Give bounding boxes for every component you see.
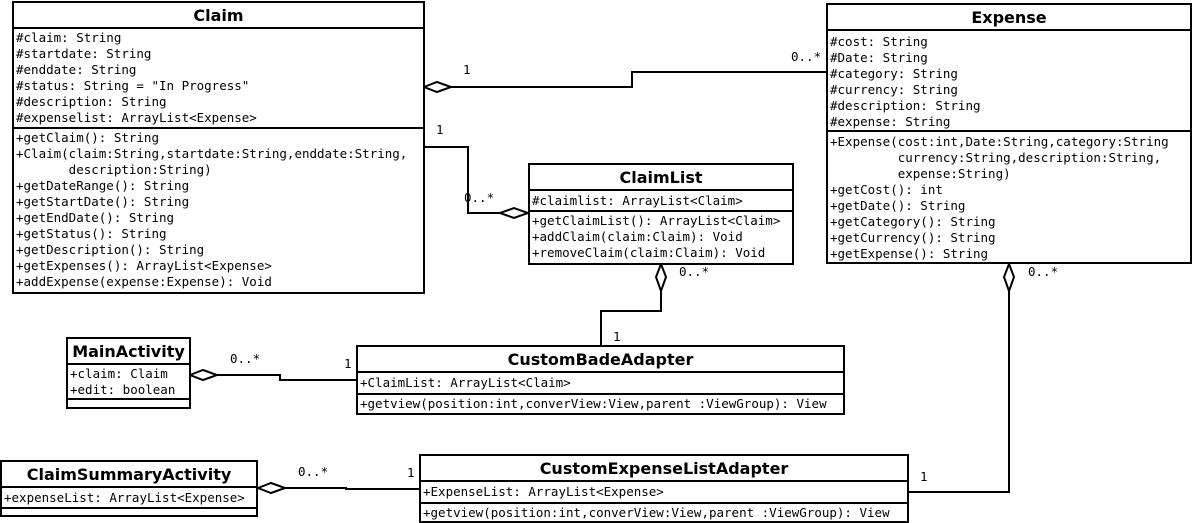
method: +getDescription(): String (16, 242, 205, 257)
attribute: #status: String = "In Progress" (16, 78, 250, 93)
class-claim: Claim #claim: String #startdate: String … (12, 1, 425, 294)
aggregation-diamond-summary (255, 481, 288, 495)
class-name: ClaimList (530, 165, 792, 191)
method: +getClaimList(): ArrayList<Claim> (532, 213, 781, 228)
method: +getCost(): int (830, 182, 943, 197)
multiplicity-label: 0..* (230, 351, 261, 366)
multiplicity-label: 1 (344, 356, 352, 371)
methods-section: +getClaimList(): ArrayList<Claim> +addCl… (530, 212, 792, 261)
edge-claim-expense (451, 71, 827, 88)
edge-expense-expadapter (908, 291, 1010, 493)
class-expense: Expense #cost: String #Date: String #cat… (826, 3, 1192, 264)
multiplicity-label: 1 (613, 329, 621, 344)
class-name: Expense (828, 5, 1190, 31)
attribute: +edit: boolean (70, 382, 176, 397)
edge-summary-expadapter (285, 487, 420, 490)
attributes-section: +ExpenseList: ArrayList<Expense> (421, 482, 907, 504)
attributes-section: +claim: Claim +edit: boolean (68, 365, 189, 400)
multiplicity-label: 0..* (298, 464, 329, 479)
multiplicity-label: 1 (436, 122, 444, 137)
method: +getview(position:int,converView:View,pa… (360, 396, 827, 411)
method: +getview(position:int,converView:View,pa… (423, 505, 890, 520)
method: +getClaim(): String (16, 130, 159, 145)
class-name: ClaimSummaryActivity (2, 462, 256, 488)
attributes-section: +ClaimList: ArrayList<Claim> (358, 373, 843, 395)
attribute: +ExpenseList: ArrayList<Expense> (423, 484, 664, 499)
class-name: MainActivity (68, 339, 189, 365)
attribute: #description: String (830, 98, 981, 113)
attributes-section: #claim: String #startdate: String #endda… (14, 29, 423, 129)
method: +getCategory(): String (830, 214, 996, 229)
class-claimlist: ClaimList #claimlist: ArrayList<Claim> +… (528, 163, 794, 265)
methods-section: +getview(position:int,converView:View,pa… (358, 395, 843, 412)
attributes-section: #claimlist: ArrayList<Claim> (530, 191, 792, 212)
class-name: CustomExpenseListAdapter (421, 456, 907, 482)
methods-section: +getClaim(): String +Claim(claim:String,… (14, 129, 423, 290)
method: +getStartDate(): String (16, 194, 190, 209)
attribute: #category: String (830, 66, 958, 81)
attribute: #cost: String (830, 34, 928, 49)
attribute: #expense: String (830, 114, 951, 129)
method: description:String) (16, 162, 212, 177)
attribute: #claimlist: ArrayList<Claim> (532, 193, 743, 208)
methods-section: +Expense(cost:int,Date:String,category:S… (828, 132, 1190, 262)
attributes-section: +expenseList: ArrayList<Expense> (2, 488, 256, 509)
attribute: #currency: String (830, 82, 958, 97)
multiplicity-label: 1 (463, 62, 471, 77)
class-name: CustomBadeAdapter (358, 347, 843, 373)
class-claimsummaryactivity: ClaimSummaryActivity +expenseList: Array… (0, 460, 258, 517)
method: +addExpense(expense:Expense): Void (16, 274, 272, 289)
aggregation-diamond-claim (421, 80, 454, 94)
edge-main-adapter (217, 374, 357, 381)
attribute: #Date: String (830, 50, 928, 65)
attribute: #expenselist: ArrayList<Expense> (16, 110, 257, 125)
method: currency:String,description:String, (830, 150, 1162, 165)
class-customexpenselistadapter: CustomExpenseListAdapter +ExpenseList: A… (419, 454, 909, 523)
edge-claim-claimlist (424, 146, 500, 214)
attribute: #description: String (16, 94, 167, 109)
method: +removeClaim(claim:Claim): Void (532, 245, 766, 260)
aggregation-diamond-claimlist-bottom (654, 261, 668, 294)
class-name: Claim (14, 3, 423, 29)
aggregation-diamond-mainactivity (187, 368, 220, 382)
method: +getDate(): String (830, 198, 966, 213)
multiplicity-label: 1 (920, 469, 928, 484)
class-mainactivity: MainActivity +claim: Claim +edit: boolea… (66, 337, 191, 409)
method: +getCurrency(): String (830, 230, 996, 245)
multiplicity-label: 0..* (1028, 264, 1059, 279)
method: +getExpense(): String (830, 246, 989, 261)
aggregation-diamond-claimlist (497, 206, 531, 220)
class-custombadeadapter: CustomBadeAdapter +ClaimList: ArrayList<… (356, 345, 845, 415)
method: +getEndDate(): String (16, 210, 175, 225)
method: expense:String) (830, 166, 1011, 181)
attribute: #claim: String (16, 30, 122, 45)
method: +addClaim(claim:Claim): Void (532, 229, 743, 244)
attribute: +ClaimList: ArrayList<Claim> (360, 375, 571, 390)
method: +getDateRange(): String (16, 178, 190, 193)
method: +Claim(claim:String,startdate:String,end… (16, 146, 408, 161)
multiplicity-label: 0..* (464, 190, 495, 205)
attribute: #startdate: String (16, 46, 152, 61)
attribute: +expenseList: ArrayList<Expense> (4, 490, 245, 505)
attribute: #enddate: String (16, 62, 137, 77)
attributes-section: #cost: String #Date: String #category: S… (828, 31, 1190, 132)
multiplicity-label: 0..* (791, 49, 822, 64)
multiplicity-label: 1 (407, 465, 415, 480)
method: +Expense(cost:int,Date:String,category:S… (830, 134, 1169, 149)
method: +getExpenses(): ArrayList<Expense> (16, 258, 272, 273)
multiplicity-label: 0..* (679, 264, 710, 279)
edge-claimlist-adapter (600, 291, 662, 346)
methods-section: +getview(position:int,converView:View,pa… (421, 504, 907, 521)
aggregation-diamond-expense (1002, 261, 1016, 294)
method: +getStatus(): String (16, 226, 167, 241)
attribute: +claim: Claim (70, 366, 168, 381)
